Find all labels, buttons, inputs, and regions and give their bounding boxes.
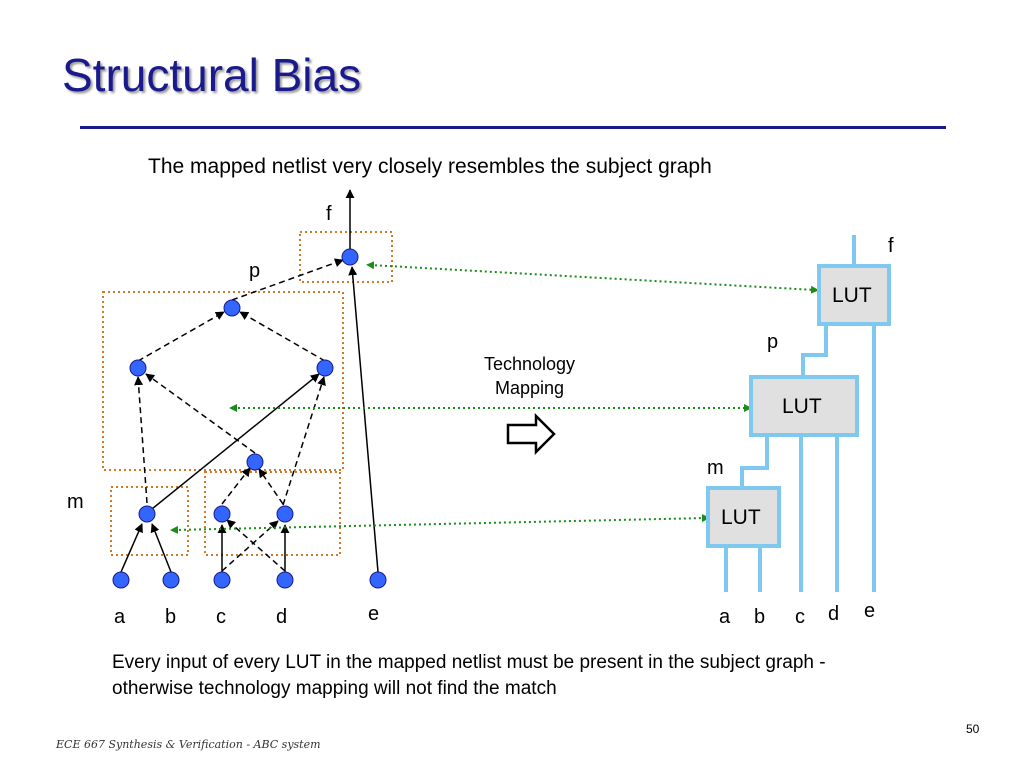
lut-top — [817, 264, 891, 326]
correspondence-m — [170, 514, 710, 534]
edge-n3-n1 — [145, 373, 256, 454]
graph-label-f: f — [326, 203, 332, 225]
edge-m-n2 — [146, 373, 320, 514]
node-n1 — [129, 359, 147, 377]
node-n3 — [246, 453, 264, 471]
cluster-f — [299, 231, 393, 283]
cluster-cd — [204, 471, 341, 556]
page-number: 50 — [966, 722, 980, 736]
netlist-input-c: c — [795, 606, 805, 628]
graph-label-m: m — [67, 491, 84, 513]
node-b — [162, 571, 180, 589]
edge-n2-pn — [239, 311, 326, 362]
edge-m-n1 — [134, 376, 148, 504]
lut-boxes — [706, 264, 891, 548]
lut-top-label: LUT — [832, 284, 872, 307]
graph-input-d: d — [276, 606, 287, 628]
node-d — [276, 571, 294, 589]
technology-mapping-line-1: Technology — [483, 354, 576, 374]
netlist-input-b: b — [754, 606, 765, 628]
lut-bottom — [706, 486, 781, 548]
technology-mapping-label: Technology Mapping — [472, 352, 587, 400]
lut-bottom-label: LUT — [721, 506, 761, 529]
edge-n1-pn — [137, 311, 225, 362]
technology-mapping-line-2: Mapping — [494, 378, 565, 398]
graph-input-e: e — [368, 603, 379, 625]
lut-middle — [749, 375, 859, 437]
correspondence-f — [366, 261, 819, 294]
wire-p — [801, 324, 828, 375]
hollow-right-arrow-icon — [506, 412, 556, 456]
node-c — [213, 571, 231, 589]
netlist-label-p: p — [767, 331, 778, 353]
node-p — [223, 299, 241, 317]
footnote-text: Every input of every LUT in the mapped n… — [112, 652, 826, 699]
footer-course-label: ECE 667 Synthesis & Verification - ABC s… — [56, 738, 321, 751]
edge-n4-n3 — [221, 467, 251, 505]
node-n4 — [213, 505, 231, 523]
correspondence-arrows — [170, 261, 819, 534]
dashed-edges — [134, 258, 344, 572]
netlist-label-m: m — [707, 457, 724, 479]
graph-input-c: c — [216, 606, 226, 628]
netlist-wires — [724, 235, 876, 592]
graph-input-b: b — [165, 606, 176, 628]
graph-label-p: p — [249, 260, 260, 282]
netlist-input-e: e — [864, 600, 875, 622]
netlist-input-a: a — [719, 606, 731, 628]
wire-m — [740, 436, 769, 487]
cluster-p — [102, 291, 344, 471]
subtitle: The mapped netlist very closely resemble… — [148, 155, 712, 178]
solid-edges — [120, 189, 379, 573]
graph-nodes — [112, 248, 387, 589]
slide-title: Structural Bias — [62, 49, 362, 101]
graph-input-a: a — [114, 606, 126, 628]
node-n2 — [316, 359, 334, 377]
edge-a-m — [120, 523, 143, 573]
node-a — [112, 571, 130, 589]
edge-n5-n3 — [258, 468, 284, 505]
edge-n5-n2 — [282, 376, 326, 506]
netlist-label-f: f — [888, 235, 894, 257]
node-e — [369, 571, 387, 589]
lut-middle-label: LUT — [782, 395, 822, 418]
node-n5 — [276, 505, 294, 523]
title-underline — [80, 126, 946, 129]
netlist-input-d: d — [828, 603, 839, 625]
node-m — [138, 505, 156, 523]
node-f — [341, 248, 359, 266]
edge-b-m — [150, 523, 172, 573]
